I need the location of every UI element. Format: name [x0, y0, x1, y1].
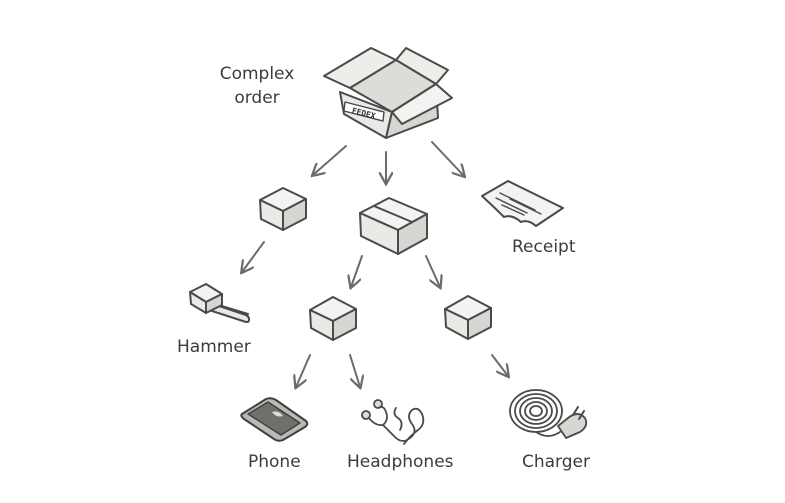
box-right-icon [444, 295, 492, 340]
headphones-icon [361, 399, 425, 445]
phone-icon [240, 397, 309, 442]
phone-label: Phone [248, 452, 301, 472]
receipt-label: Receipt [512, 237, 576, 257]
charger-icon [509, 389, 588, 439]
arrow-box-left-to-phone [296, 354, 311, 387]
box-left-icon [309, 296, 357, 341]
arrow-large-box-to-box-left [351, 255, 363, 287]
small-box-icon [259, 187, 307, 231]
large-box-icon [359, 197, 428, 255]
complex-order-label-line2: order [234, 88, 280, 108]
receipt-icon [481, 180, 564, 227]
arrow-small-box-to-hammer [242, 241, 265, 272]
open-order-box-icon [323, 47, 453, 139]
complex-order-label: Complex order [207, 62, 307, 110]
charger-label: Charger [522, 452, 590, 472]
arrow-large-box-to-box-right [425, 255, 440, 287]
complex-order-label-line1: Complex [219, 64, 295, 84]
hammer-icon [189, 283, 251, 323]
arrow-order-to-small-box [313, 145, 347, 175]
arrow-box-left-to-headphones [349, 354, 360, 387]
arrow-box-right-to-charger [491, 354, 508, 376]
headphones-label: Headphones [347, 452, 454, 472]
arrow-order-to-receipt [431, 141, 464, 176]
hammer-label: Hammer [177, 337, 251, 357]
